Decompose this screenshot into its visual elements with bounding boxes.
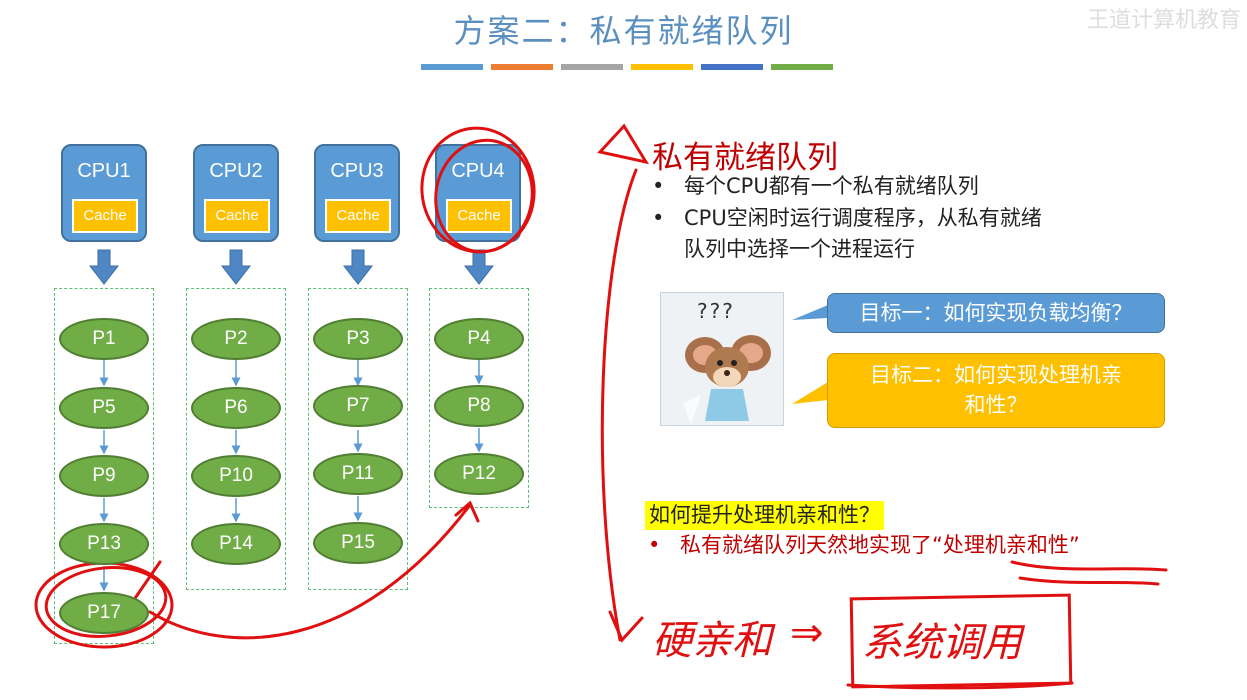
image-question-marks: ??? [697, 299, 735, 323]
mouse-illustration [683, 335, 771, 425]
answer-text: 私有就绪队列天然地实现了“处理机亲和性” [680, 533, 1080, 557]
handwritten-arrow: ⇒ [790, 610, 824, 656]
cpu-label: CPU4 [451, 160, 505, 182]
process-node: P13 [59, 523, 149, 565]
bullet-dot: • [652, 206, 665, 230]
confused-mouse-image: ??? [660, 292, 784, 426]
cpu-label: CPU3 [330, 160, 384, 182]
ready-queue [308, 288, 408, 590]
bullet-item: • CPU空闲时运行调度程序，从私有就绪 [652, 203, 1042, 234]
process-node: P1 [59, 318, 149, 360]
cpu-label: CPU1 [77, 160, 131, 182]
cpu-box: CPU1 Cache [61, 144, 147, 242]
queue-connectors [99, 360, 484, 592]
handwritten-hard-affinity: 硬亲和 [652, 618, 772, 664]
watermark: 王道计算机教育 [1086, 8, 1241, 33]
process-node: P2 [191, 318, 281, 360]
process-node: P14 [191, 523, 281, 565]
goal-two-line2: 和性？ [964, 393, 1028, 417]
color-bar-strip [421, 64, 833, 70]
process-node: P8 [434, 385, 524, 427]
color-bar [631, 64, 693, 70]
goal-one-bubble: 目标一：如何实现负载均衡？ [827, 293, 1165, 333]
color-bar [701, 64, 763, 70]
cpu-down-arrows [88, 249, 495, 285]
ready-queue [54, 288, 154, 644]
color-bar [561, 64, 623, 70]
process-node: P3 [313, 318, 403, 360]
cpu-label: CPU2 [209, 160, 263, 182]
ready-queue [186, 288, 286, 590]
process-node: P6 [191, 387, 281, 429]
cache-box: Cache [325, 199, 391, 233]
process-node: P15 [313, 522, 403, 564]
bullet-text: 每个CPU都有一个私有就绪队列 [684, 174, 979, 198]
bullet-item: • 每个CPU都有一个私有就绪队列 [652, 171, 979, 202]
process-node: P11 [313, 453, 403, 495]
process-node: P7 [313, 385, 403, 427]
bullet-text: CPU空闲时运行调度程序，从私有就绪 [684, 206, 1042, 230]
cache-box: Cache [72, 199, 138, 233]
bullet-dot: • [652, 174, 665, 198]
color-bar [771, 64, 833, 70]
affinity-answer: • 私有就绪队列天然地实现了“处理机亲和性” [648, 530, 1080, 561]
handwritten-system-call: 系统调用 [862, 620, 1022, 666]
cpu-box: CPU3 Cache [314, 144, 400, 242]
ready-queue [429, 288, 529, 508]
slide-title: 方案二：私有就绪队列 [453, 12, 794, 50]
goal-two-line1: 目标二：如何实现处理机亲 [870, 363, 1122, 387]
cache-box: Cache [446, 199, 512, 233]
color-bar [421, 64, 483, 70]
section-title: 私有就绪队列 [652, 140, 838, 176]
bullet-continuation: 队列中选择一个进程运行 [684, 237, 915, 261]
color-bar [491, 64, 553, 70]
affinity-question: 如何提升处理机亲和性？ [645, 501, 884, 530]
cpu-box: CPU4 Cache [435, 144, 521, 242]
process-node: P5 [59, 387, 149, 429]
cpu-box: CPU2 Cache [193, 144, 279, 242]
cache-box: Cache [204, 199, 270, 233]
process-node: P9 [59, 455, 149, 497]
goal-two-bubble: 目标二：如何实现处理机亲 和性？ [827, 353, 1165, 428]
process-node: P4 [434, 318, 524, 360]
process-node: P12 [434, 453, 524, 495]
process-node: P10 [191, 455, 281, 497]
bullet-dot: • [648, 533, 661, 557]
process-node: P17 [59, 592, 149, 634]
